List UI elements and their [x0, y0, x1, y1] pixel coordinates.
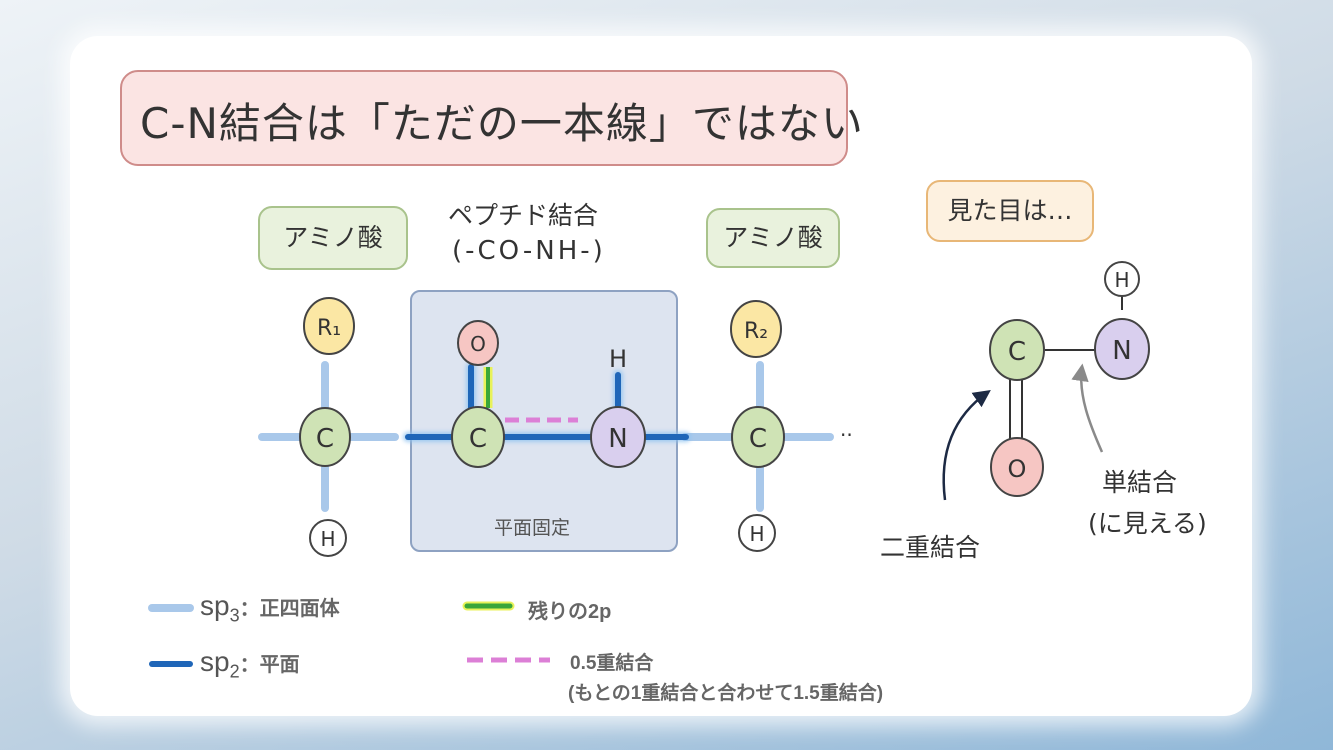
- simple-atom-n: N: [1094, 318, 1150, 380]
- legend-remaining-2p: 残りの2p: [528, 601, 612, 623]
- legend-sp3-desc: ：正四面体: [239, 598, 340, 620]
- legend-half-bond: 0.5重結合: [570, 653, 654, 674]
- legend-sp3: sp3：正四面体: [200, 590, 340, 627]
- double-bond-arrow: [942, 389, 991, 501]
- title-box: [120, 70, 848, 166]
- atom-c-carbonyl: C: [451, 406, 505, 468]
- atom-r2: R₂: [730, 300, 782, 358]
- svg-text:R₁: R₁: [317, 316, 341, 341]
- legend-swatches: [146, 601, 550, 670]
- atom-h-n: H: [609, 345, 627, 373]
- svg-text:H: H: [1114, 268, 1129, 292]
- atom-r1: R₁: [303, 297, 355, 355]
- chain-continues-dots: ··: [840, 423, 853, 447]
- svg-text:R₂: R₂: [744, 319, 768, 344]
- legend-sp3-main: sp: [200, 590, 230, 621]
- svg-text:N: N: [608, 424, 627, 454]
- atom-o: O: [457, 320, 499, 366]
- single-bond-label: 単結合: [1102, 468, 1178, 497]
- single-bond-arrow: [1071, 363, 1104, 453]
- atom-h1: H: [309, 519, 347, 557]
- atom-c-alpha1: C: [299, 407, 351, 467]
- svg-text:C: C: [1008, 337, 1026, 367]
- svg-text:N: N: [1112, 336, 1131, 366]
- legend-sp2-desc: ：平面: [239, 654, 300, 676]
- svg-text:C: C: [316, 424, 334, 454]
- svg-text:O: O: [1008, 455, 1027, 483]
- fixed-plane-label: 平面固定: [494, 517, 571, 539]
- svg-text:O: O: [470, 332, 486, 356]
- peptide-bond-formula: (-CO-NH-): [452, 236, 606, 266]
- legend-half-bond-note: (もとの1重結合と合わせて1.5重結合): [568, 683, 884, 704]
- svg-text:C: C: [749, 424, 767, 454]
- simple-atom-o: O: [990, 437, 1044, 497]
- amino-acid-left-label: アミノ酸: [258, 206, 408, 270]
- legend-sp2-main: sp: [200, 646, 230, 677]
- appearance-label: 見た目は…: [926, 180, 1094, 242]
- peptide-bond-label: ペプチド結合: [448, 201, 599, 230]
- legend-sp3-sub: 3: [229, 605, 240, 626]
- legend-sp2: sp2：平面: [200, 646, 300, 683]
- atom-c-alpha2: C: [731, 406, 785, 468]
- simple-atom-c: C: [989, 319, 1045, 381]
- page-title: C-N結合は「ただの一本線」ではない: [140, 99, 864, 148]
- svg-text:H: H: [320, 527, 335, 551]
- double-bond-label: 二重結合: [880, 533, 981, 562]
- amino-acid-right-label: アミノ酸: [706, 208, 840, 268]
- atom-n: N: [590, 406, 646, 468]
- atom-h2: H: [738, 514, 776, 552]
- legend-sp2-sub: 2: [229, 661, 240, 682]
- single-bond-note: (に見える): [1088, 509, 1207, 538]
- svg-text:H: H: [749, 522, 764, 546]
- simple-atom-h: H: [1104, 261, 1140, 297]
- svg-text:C: C: [469, 424, 487, 454]
